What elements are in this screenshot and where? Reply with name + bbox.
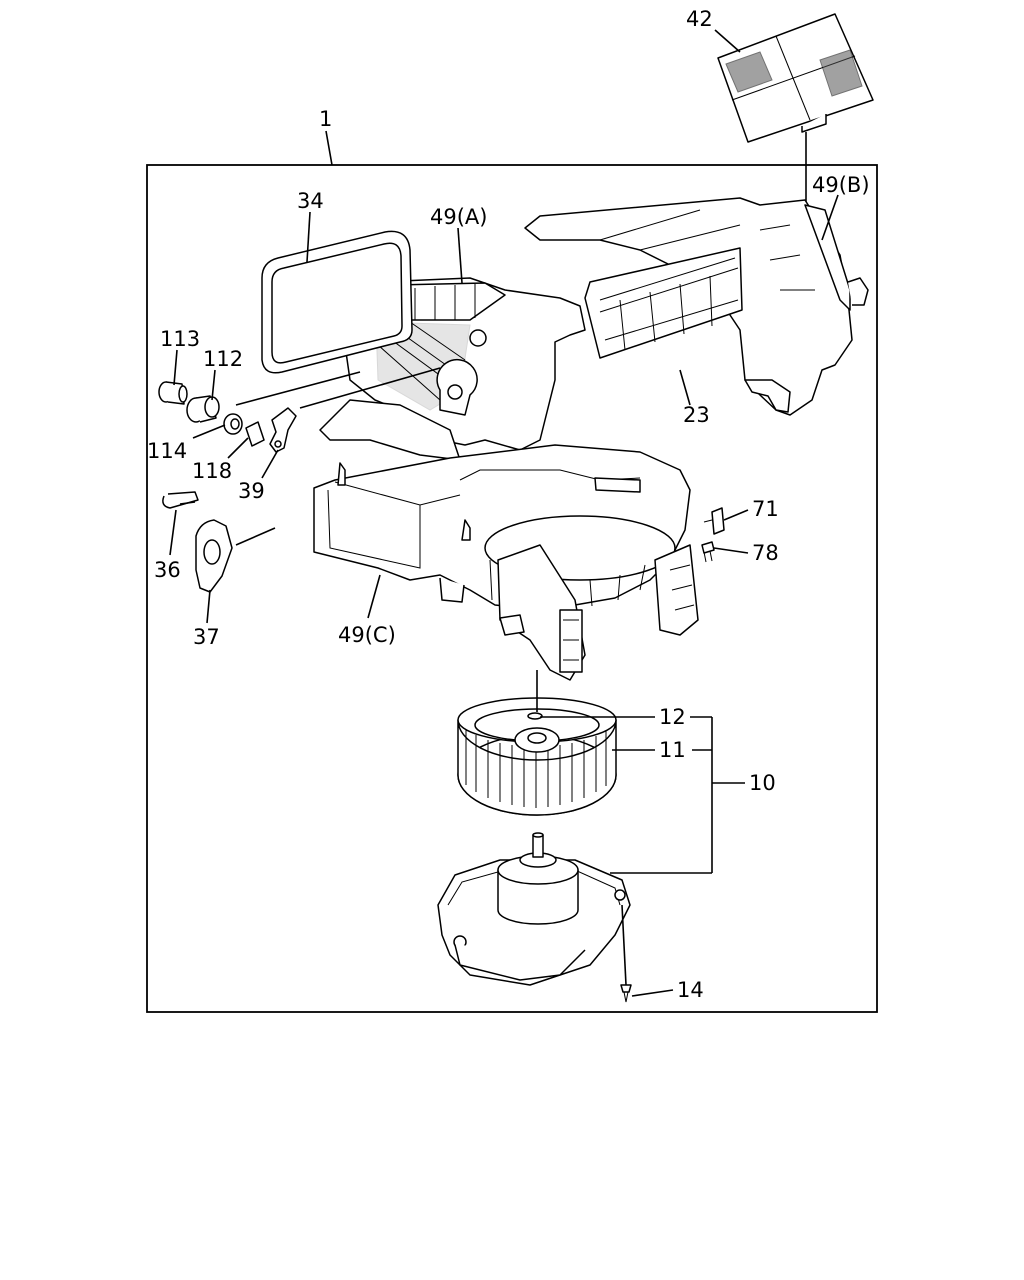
- label-42: 42: [686, 7, 713, 31]
- label-49c: 49(C): [338, 623, 396, 647]
- label-1: 1: [319, 107, 332, 131]
- label-34: 34: [297, 189, 324, 213]
- label-36: 36: [154, 558, 181, 582]
- gasket-34-part: [261, 230, 413, 374]
- label-10: 10: [749, 771, 776, 795]
- label-39: 39: [238, 479, 265, 503]
- label-14: 14: [677, 978, 704, 1002]
- washer-114-part: [223, 413, 243, 435]
- seal-36-part: [162, 491, 199, 509]
- label-11: 11: [659, 738, 686, 762]
- label-23: 23: [683, 403, 710, 427]
- clip-118-part: [245, 421, 265, 447]
- gasket-37-part: [195, 519, 233, 593]
- label-71: 71: [752, 497, 779, 521]
- label-37: 37: [193, 625, 220, 649]
- leader-lines: [169, 29, 839, 997]
- blower-motor-part: [437, 832, 631, 986]
- label-112: 112: [203, 347, 243, 371]
- case-49c-part: [313, 444, 699, 681]
- label-49a: 49(A): [430, 205, 487, 229]
- bushing-112-part: [186, 395, 220, 423]
- assembly-frame: [146, 164, 878, 1013]
- label-78: 78: [752, 541, 779, 565]
- label-118: 118: [192, 459, 232, 483]
- case-49b-part: [524, 197, 869, 416]
- blower-fan-part: [457, 697, 617, 816]
- label-49b: 49(B): [812, 173, 870, 197]
- label-113: 113: [160, 327, 200, 351]
- lever-39-part: [269, 407, 297, 453]
- label-12: 12: [659, 705, 686, 729]
- screw-14-part: [620, 984, 632, 1003]
- pin-113-part: [158, 381, 188, 405]
- screw-78-part: [701, 541, 715, 563]
- clip-71-part: [703, 507, 725, 535]
- air-filter-part: [717, 13, 874, 143]
- label-114: 114: [147, 439, 187, 463]
